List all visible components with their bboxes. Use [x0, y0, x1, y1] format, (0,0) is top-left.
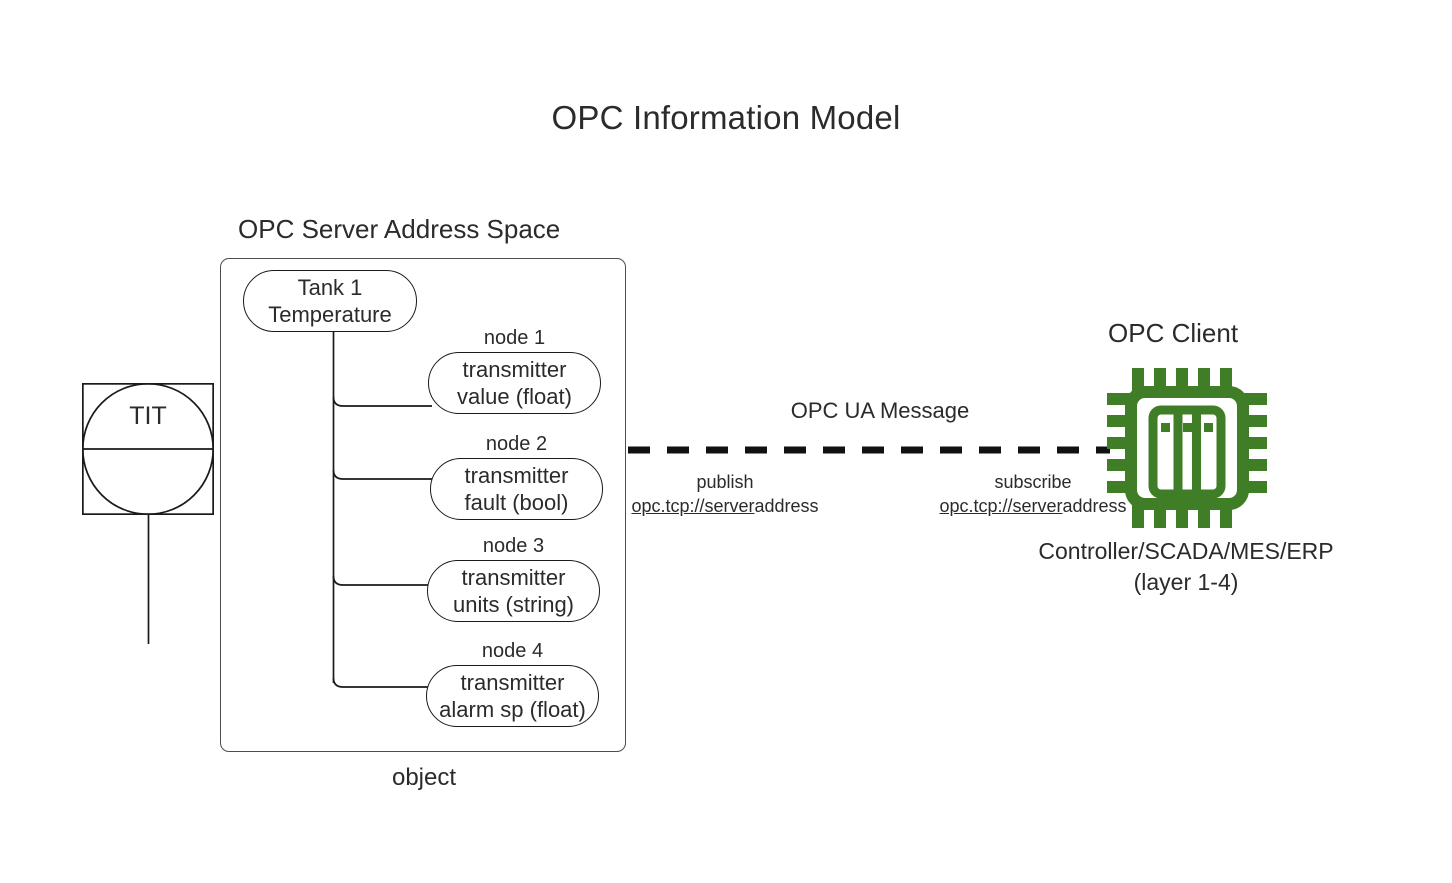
publish-uri-tail: address — [754, 496, 819, 517]
client-caption: Controller/SCADA/MES/ERP (layer 1-4) — [996, 536, 1376, 597]
subscribe-verb-label: subscribe — [994, 472, 1072, 492]
transmitter-instrument-icon — [82, 383, 214, 515]
server-address-space-label: OPC Server Address Space — [238, 214, 561, 244]
publish-uri-link[interactable]: opc.tcp://server — [631, 496, 755, 517]
client-caption-line-1: Controller/SCADA/MES/ERP — [1038, 538, 1334, 564]
node-root-line-1: Tank 1 — [297, 274, 363, 300]
publish-endpoint-block: publish opc.tcp://serveraddress — [580, 472, 870, 517]
node-4-caption: node 4 — [481, 640, 544, 662]
chip-die — [1148, 405, 1226, 499]
object-caption: object — [391, 764, 457, 791]
subscribe-uri: opc.tcp://serveraddress — [888, 496, 1178, 517]
cpu-chip-icon — [1107, 368, 1267, 528]
publish-uri: opc.tcp://serveraddress — [580, 496, 870, 517]
node-3-caption: node 3 — [482, 535, 545, 557]
instrument-circle — [82, 383, 214, 515]
subscribe-uri-tail: address — [1062, 496, 1127, 517]
chip-notches — [1161, 423, 1213, 432]
node-tank-1-temperature[interactable]: Tank 1 Temperature — [243, 270, 417, 332]
node-4-line-2: alarm sp (float) — [439, 697, 586, 722]
node-4-transmitter-alarm-sp[interactable]: transmitter alarm sp (float) — [426, 665, 599, 727]
chip-body — [1125, 386, 1249, 510]
node-2-line-2: fault (bool) — [464, 490, 569, 515]
node-1-line-1: transmitter — [462, 356, 567, 382]
node-3-line-1: transmitter — [461, 564, 566, 590]
node-3-line-2: units (string) — [452, 592, 575, 617]
opc-client-label: OPC Client — [1108, 318, 1239, 348]
subscribe-uri-link[interactable]: opc.tcp://server — [939, 496, 1063, 517]
node-1-caption: node 1 — [483, 327, 546, 349]
instrument-tag-label: TIT — [129, 402, 167, 430]
node-1-transmitter-value[interactable]: transmitter value (float) — [428, 352, 601, 414]
node-2-caption: node 2 — [485, 433, 548, 455]
chip-traces — [1173, 410, 1201, 494]
publish-verb-label: publish — [696, 472, 754, 492]
server-address-space-box — [220, 258, 626, 752]
client-caption-line-2: (layer 1-4) — [1133, 568, 1239, 595]
node-2-line-1: transmitter — [464, 462, 569, 488]
node-3-transmitter-units[interactable]: transmitter units (string) — [427, 560, 600, 622]
page-title: OPC Information Model — [551, 99, 901, 136]
node-2-transmitter-fault[interactable]: transmitter fault (bool) — [430, 458, 603, 520]
node-4-line-1: transmitter — [460, 669, 565, 695]
node-1-line-2: value (float) — [457, 384, 572, 409]
opc-ua-message-label: OPC UA Message — [790, 398, 970, 423]
node-root-line-2: Temperature — [268, 302, 392, 327]
subscribe-endpoint-block: subscribe opc.tcp://serveraddress — [888, 472, 1178, 517]
